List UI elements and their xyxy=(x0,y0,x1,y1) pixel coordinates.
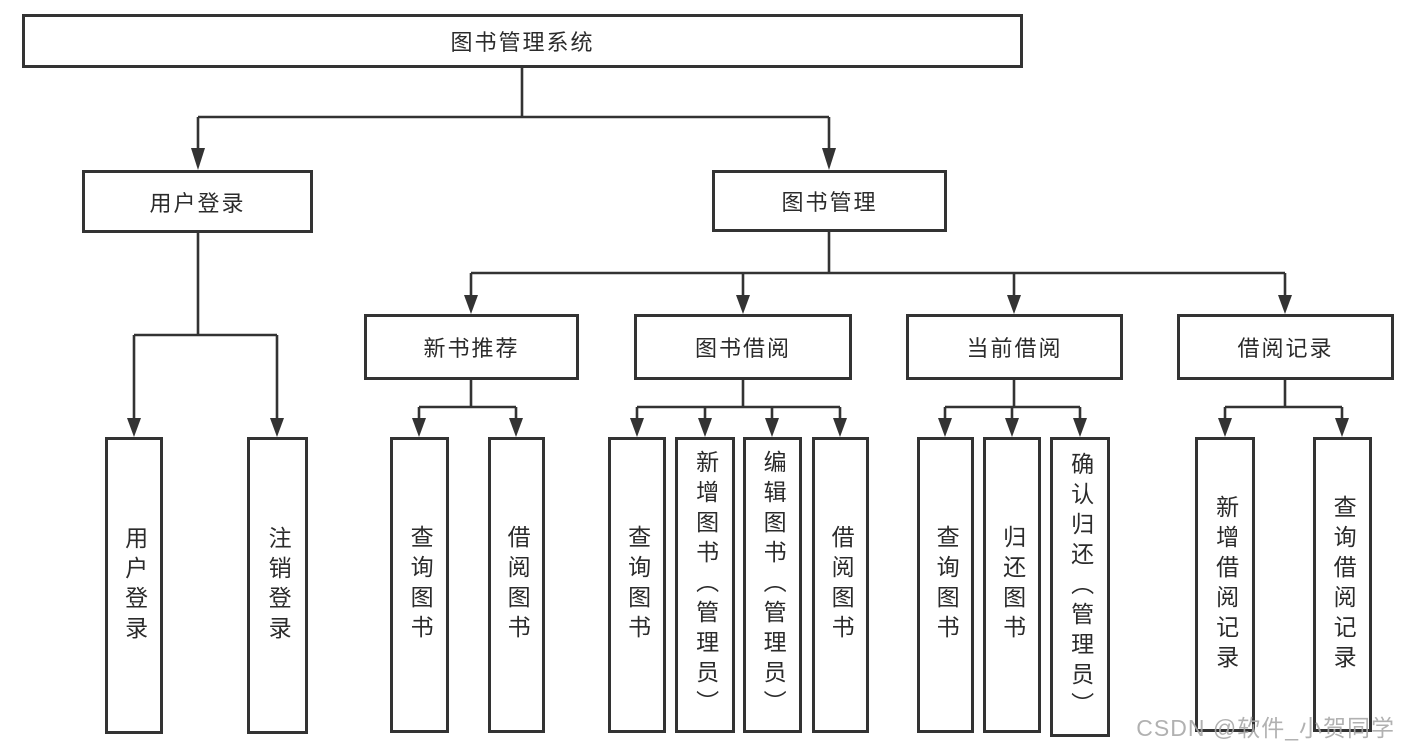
node-root: 图书管理系统 xyxy=(22,14,1023,68)
csdn-watermark: CSDN @软件_小贺同学 xyxy=(1136,715,1395,741)
leaf-query-borrow-record: 查询借阅记录 xyxy=(1313,437,1372,732)
node-root-label: 图书管理系统 xyxy=(450,30,595,55)
node-book-management-label: 图书管理 xyxy=(781,190,878,215)
node-current-borrow-label: 当前借阅 xyxy=(966,336,1063,361)
leaf-borrow-books-recommend: 借阅图书 xyxy=(488,437,545,733)
leaf-query-books-recommend: 查询图书 xyxy=(390,437,449,733)
node-borrow-records-label: 借阅记录 xyxy=(1237,336,1334,361)
node-book-borrow-label: 图书借阅 xyxy=(694,336,791,361)
leaf-confirm-return-admin-label: 确认归还（管理员） xyxy=(1067,452,1094,722)
leaf-add-book-admin-label: 新增图书（管理员） xyxy=(692,450,719,720)
leaf-query-books-current-label: 查询图书 xyxy=(933,525,960,645)
connector-book-management-to-level3 xyxy=(469,232,1287,297)
leaf-borrow-books: 借阅图书 xyxy=(812,437,869,733)
leaf-query-books-recommend-label: 查询图书 xyxy=(407,525,434,645)
leaf-query-books-current: 查询图书 xyxy=(917,437,974,733)
connector-current-borrow-to-leaves xyxy=(943,380,1082,420)
connector-book-borrow-to-leaves xyxy=(635,380,842,420)
arrowheads-user-login-leaves xyxy=(127,418,284,437)
connector-borrow-records-to-leaves xyxy=(1223,380,1344,420)
arrowheads-level3 xyxy=(464,295,1292,314)
connector-user-login-to-leaves xyxy=(132,233,279,420)
connector-new-book-recommend-to-leaves xyxy=(417,380,518,420)
leaf-query-books-borrow: 查询图书 xyxy=(608,437,666,733)
leaf-borrow-books-recommend-label: 借阅图书 xyxy=(504,525,531,645)
node-new-book-recommend-label: 新书推荐 xyxy=(423,336,520,361)
node-book-borrow: 图书借阅 xyxy=(634,314,852,380)
arrowheads-level2 xyxy=(191,148,836,170)
leaf-return-books-label: 归还图书 xyxy=(999,525,1026,645)
connector-root-to-level2 xyxy=(196,68,831,150)
leaf-add-book-admin: 新增图书（管理员） xyxy=(675,437,735,733)
leaf-edit-book-admin-label: 编辑图书（管理员） xyxy=(760,450,787,720)
leaf-query-borrow-record-label: 查询借阅记录 xyxy=(1330,494,1357,675)
leaf-add-borrow-record-label: 新增借阅记录 xyxy=(1212,494,1239,675)
leaf-query-books-borrow-label: 查询图书 xyxy=(624,525,651,645)
leaf-add-borrow-record: 新增借阅记录 xyxy=(1195,437,1255,732)
leaf-user-login: 用户登录 xyxy=(105,437,163,734)
node-current-borrow: 当前借阅 xyxy=(906,314,1123,380)
node-new-book-recommend: 新书推荐 xyxy=(364,314,579,380)
node-borrow-records: 借阅记录 xyxy=(1177,314,1394,380)
leaf-user-login-label: 用户登录 xyxy=(121,525,148,646)
leaf-return-books: 归还图书 xyxy=(983,437,1041,733)
leaf-borrow-books-label: 借阅图书 xyxy=(828,525,855,645)
node-book-management: 图书管理 xyxy=(712,170,947,232)
leaf-edit-book-admin: 编辑图书（管理员） xyxy=(743,437,802,733)
arrowheads-leaves xyxy=(412,418,1349,437)
node-user-login: 用户登录 xyxy=(82,170,313,233)
leaf-logout-label: 注销登录 xyxy=(265,525,292,646)
leaf-confirm-return-admin: 确认归还（管理员） xyxy=(1050,437,1110,737)
leaf-logout: 注销登录 xyxy=(247,437,308,734)
node-user-login-label: 用户登录 xyxy=(149,190,246,216)
